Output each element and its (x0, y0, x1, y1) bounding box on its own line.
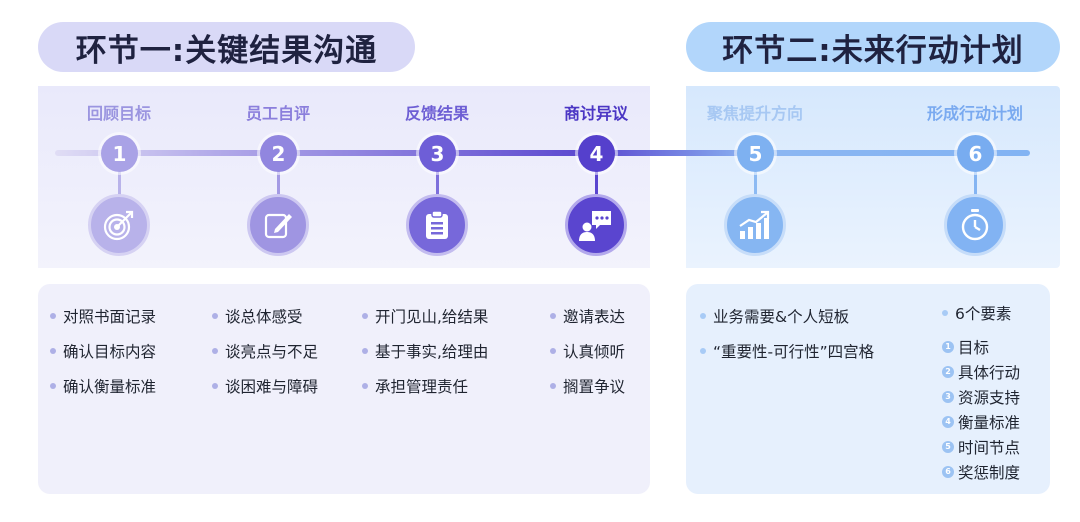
list-item: 开门见山,给结果 (362, 305, 488, 340)
step-3-node: 3 (419, 135, 456, 172)
elements-heading: 6个要素 (942, 302, 1020, 336)
step-2-node: 2 (260, 135, 297, 172)
step-4-stem (595, 170, 598, 196)
list-item: 基于事实,给理由 (362, 340, 488, 375)
list-item: 确认衡量标准 (50, 375, 156, 410)
step-4-details: 邀请表达 认真倾听 搁置争议 (550, 305, 625, 410)
growth-chart-icon (739, 210, 770, 239)
list-item: 确认目标内容 (50, 340, 156, 375)
target-icon (103, 210, 134, 241)
step-5-stem (754, 170, 757, 196)
stopwatch-icon (961, 209, 989, 241)
step-6-stem (974, 170, 977, 196)
step-3-stem (436, 170, 439, 196)
timeline-line (55, 150, 1030, 156)
list-item: 谈总体感受 (212, 305, 318, 340)
step-6-node: 6 (957, 135, 994, 172)
step-2-stem (277, 170, 280, 196)
step-2-details: 谈总体感受 谈亮点与不足 谈困难与障碍 (212, 305, 318, 410)
phase-one-title: 环节一:关键结果沟通 (38, 22, 415, 72)
step-5-title: 聚焦提升方向 (706, 104, 803, 123)
step-5-details: 业务需要&个人短板 “重要性-可行性”四宫格 (700, 305, 874, 375)
list-item: 认真倾听 (550, 340, 625, 375)
phase-one-details-card (38, 284, 650, 494)
step-3-details: 开门见山,给结果 基于事实,给理由 承担管理责任 (362, 305, 488, 410)
list-item: 对照书面记录 (50, 305, 156, 340)
step-1-title: 回顾目标 (86, 104, 151, 123)
step-6-icon-circle (944, 194, 1006, 256)
step-4-node: 4 (578, 135, 615, 172)
list-item: 邀请表达 (550, 305, 625, 340)
list-item: 搁置争议 (550, 375, 625, 410)
step-1-icon-circle (88, 194, 150, 256)
step-5-icon-circle (724, 194, 786, 256)
edit-note-icon (264, 213, 292, 239)
step-1-node: 1 (101, 135, 138, 172)
step-4-title: 商讨异议 (563, 104, 628, 123)
step-2-icon-circle (247, 194, 309, 256)
list-item: 谈亮点与不足 (212, 340, 318, 375)
step-3-icon-circle (406, 194, 468, 256)
list-item: “重要性-可行性”四宫格 (700, 340, 874, 375)
list-item: 业务需要&个人短板 (700, 305, 874, 340)
clipboard-list-icon (426, 210, 448, 239)
step-2-title: 员工自评 (245, 104, 310, 123)
step-1-details: 对照书面记录 确认目标内容 确认衡量标准 (50, 305, 156, 410)
list-item: 谈困难与障碍 (212, 375, 318, 410)
step-5-node: 5 (737, 135, 774, 172)
phase-two-title: 环节二:未来行动计划 (686, 22, 1060, 72)
step-4-icon-circle (565, 194, 627, 256)
phase-two-details-card (686, 284, 1050, 494)
list-item: 承担管理责任 (362, 375, 488, 410)
step-3-title: 反馈结果 (404, 104, 469, 123)
step-1-stem (118, 170, 121, 196)
chat-person-icon (579, 211, 611, 241)
step-6-title: 形成行动计划 (926, 104, 1023, 123)
